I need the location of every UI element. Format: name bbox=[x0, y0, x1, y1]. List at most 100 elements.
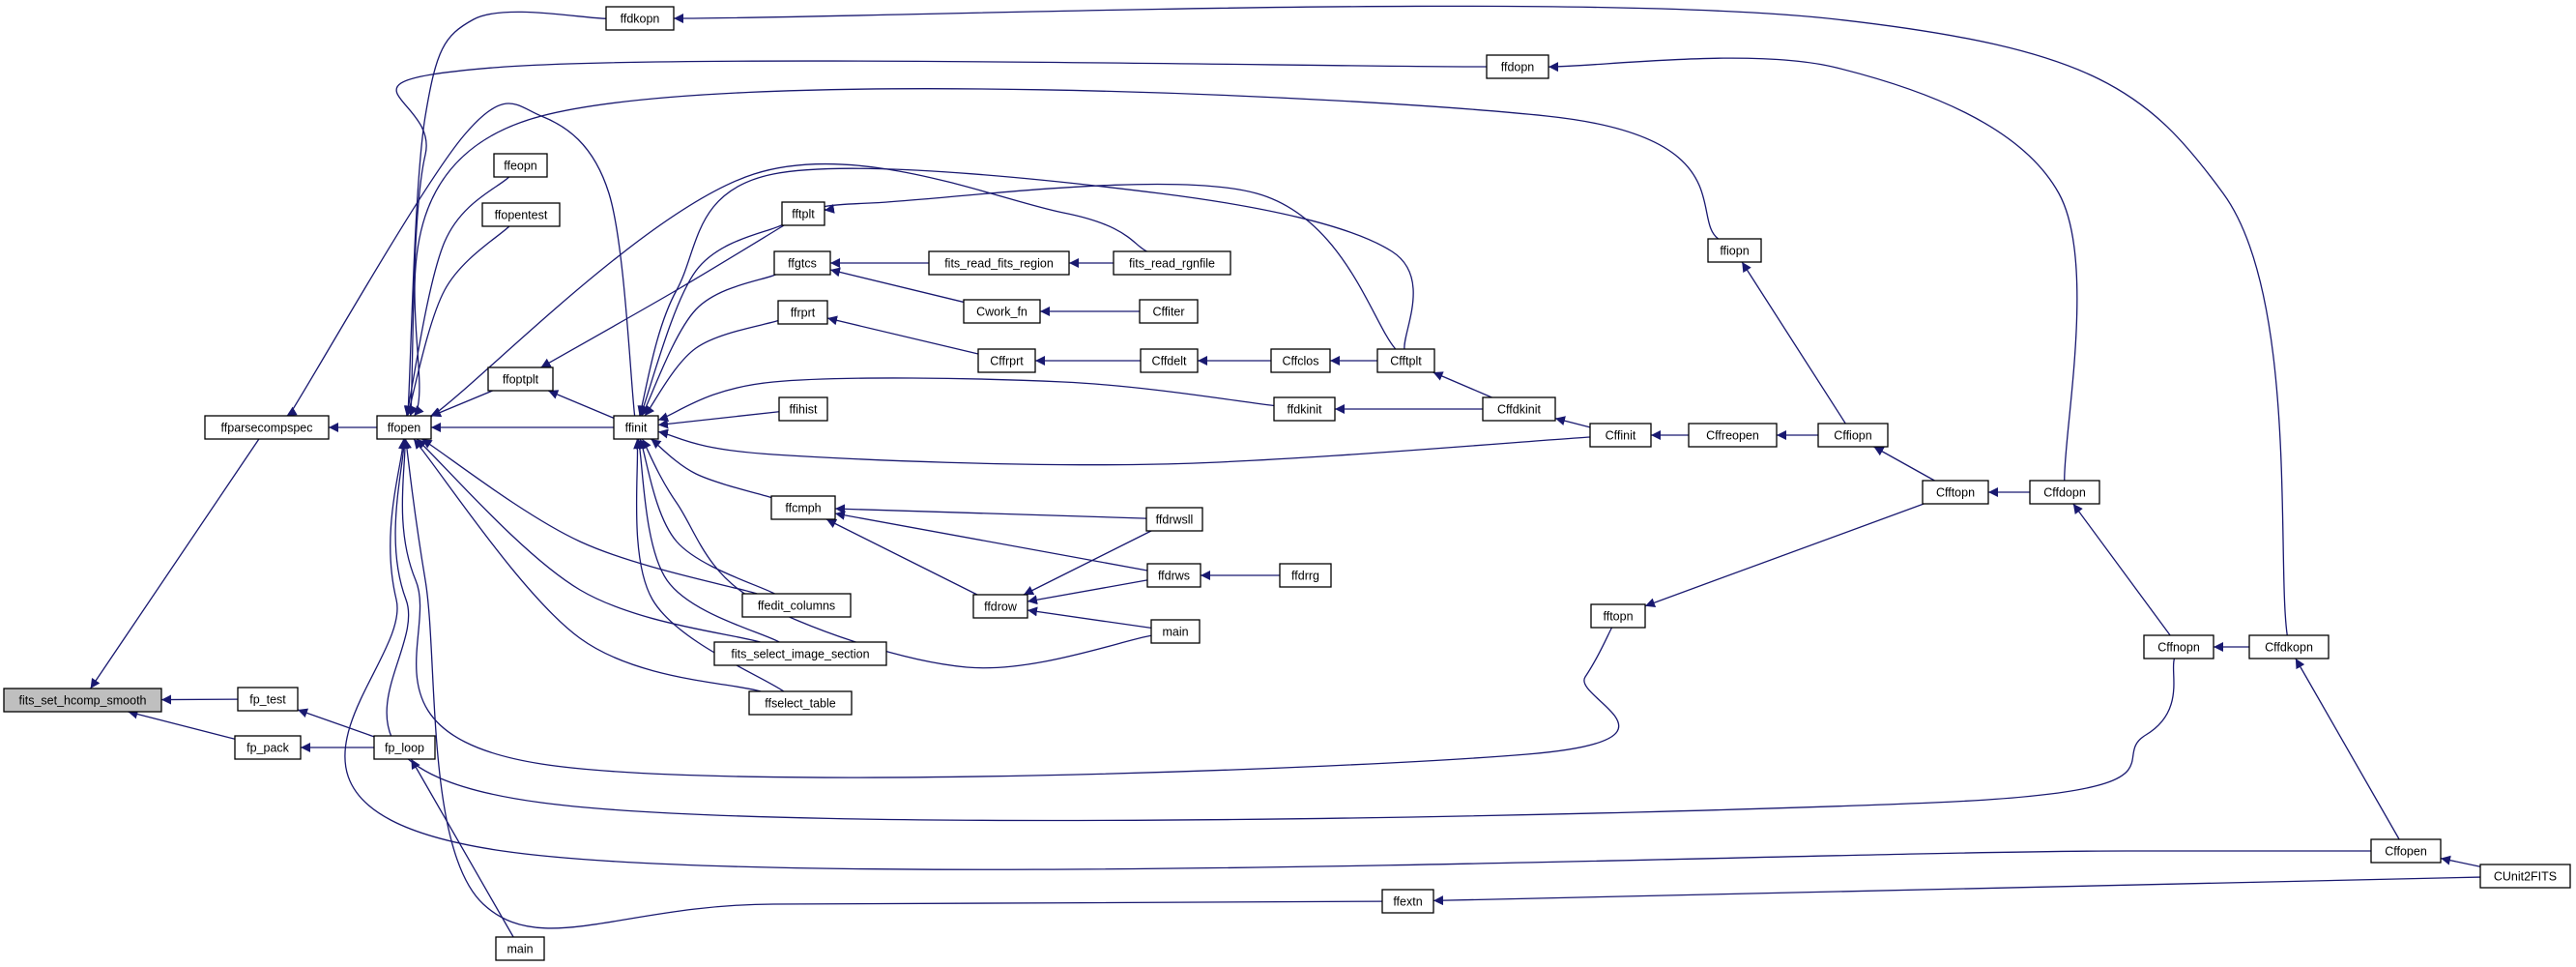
node-Cwork_fn[interactable]: Cwork_fn bbox=[963, 299, 1041, 324]
edge-arrow bbox=[639, 224, 783, 417]
node-box bbox=[1150, 619, 1201, 644]
edge-arrow bbox=[400, 438, 1620, 778]
node-label: ffihist bbox=[790, 403, 818, 417]
edge-arrow bbox=[1548, 57, 2078, 482]
edge-arrow bbox=[416, 438, 761, 643]
node-fp_pack[interactable]: fp_pack bbox=[234, 735, 302, 760]
node-label: fits_read_rgnfile bbox=[1129, 257, 1215, 271]
node-ffinit[interactable]: ffinit bbox=[613, 415, 659, 440]
node-ffoptplt[interactable]: ffoptplt bbox=[487, 366, 554, 392]
node-Cffiopn[interactable]: Cffiopn bbox=[1817, 423, 1889, 448]
node-box bbox=[1482, 396, 1556, 422]
edge-ffdrws-to-ffdrow bbox=[1027, 579, 1148, 605]
node-label: fits_set_hcomp_smooth bbox=[18, 694, 146, 708]
node-fits_select_image_section[interactable]: fits_select_image_section bbox=[713, 641, 887, 666]
node-ffedit_columns[interactable]: ffedit_columns bbox=[741, 593, 852, 618]
node-label: Cffdelt bbox=[1152, 355, 1187, 368]
edge-ffopentest-to-ffopen bbox=[405, 225, 510, 417]
node-label: fp_test bbox=[249, 693, 286, 707]
node-main_r[interactable]: main bbox=[1150, 619, 1201, 644]
node-ffeopn[interactable]: ffeopn bbox=[493, 153, 548, 178]
node-Cffinit[interactable]: Cffinit bbox=[1589, 423, 1652, 448]
node-box bbox=[1381, 889, 1434, 914]
node-ffdrrg[interactable]: ffdrrg bbox=[1279, 563, 1332, 588]
node-Cffdkopn[interactable]: Cffdkopn bbox=[2248, 634, 2330, 659]
edge-arrow bbox=[1433, 876, 2481, 906]
node-Cffdopn[interactable]: Cffdopn bbox=[2029, 480, 2100, 505]
node-fp_loop[interactable]: fp_loop bbox=[373, 735, 436, 760]
node-ffrprt[interactable]: ffrprt bbox=[777, 300, 828, 325]
node-label: Cffdkopn bbox=[2265, 641, 2313, 655]
node-Cffrprt[interactable]: Cffrprt bbox=[977, 348, 1036, 373]
edge-Cfftopn-to-Cffiopn bbox=[1873, 446, 1935, 482]
edge-ffselect_table-to-ffinit bbox=[633, 438, 785, 692]
node-fits_read_fits_region[interactable]: fits_read_fits_region bbox=[928, 250, 1070, 276]
node-label: Cffreopen bbox=[1706, 429, 1759, 443]
edge-arrow bbox=[673, 5, 2288, 636]
node-ffiopn[interactable]: ffiopn bbox=[1707, 238, 1762, 263]
node-ffparsecompspec[interactable]: ffparsecompspec bbox=[204, 415, 330, 440]
node-Cfftplt[interactable]: Cfftplt bbox=[1376, 348, 1435, 373]
node-box bbox=[204, 415, 330, 440]
node-main_l[interactable]: main bbox=[495, 936, 545, 961]
node-box bbox=[495, 936, 545, 961]
node-fp_test[interactable]: fp_test bbox=[237, 687, 299, 712]
edge-main_l-to-fp_loop bbox=[410, 758, 514, 938]
node-Cffclos[interactable]: Cffclos bbox=[1270, 348, 1331, 373]
edge-arrow bbox=[822, 183, 1397, 350]
node-ffopentest[interactable]: ffopentest bbox=[481, 202, 561, 227]
node-box bbox=[1140, 348, 1199, 373]
node-fftopn[interactable]: fftopn bbox=[1590, 603, 1646, 629]
edge-arrow bbox=[128, 709, 236, 740]
node-Cffdkinit[interactable]: Cffdkinit bbox=[1482, 396, 1556, 422]
edge-arrow bbox=[637, 167, 1414, 417]
node-ffdrws[interactable]: ffdrws bbox=[1146, 563, 1201, 588]
node-box bbox=[1589, 423, 1652, 448]
node-fits_read_rgnfile[interactable]: fits_read_rgnfile bbox=[1113, 250, 1231, 276]
node-box bbox=[237, 687, 299, 712]
node-Cfftopn[interactable]: Cfftopn bbox=[1922, 480, 1989, 505]
edge-arrow bbox=[641, 438, 1152, 669]
edge-ffgtcs-to-ffinit bbox=[641, 274, 776, 417]
edge-arrow bbox=[275, 103, 636, 436]
node-fftplt[interactable]: fftplt bbox=[781, 201, 825, 226]
edge-arrow bbox=[90, 438, 260, 689]
node-ffcmph[interactable]: ffcmph bbox=[770, 495, 836, 520]
edge-Cffdkopn-to-ffdkopn bbox=[673, 5, 2288, 636]
node-ffdkopn[interactable]: ffdkopn bbox=[605, 6, 675, 31]
node-ffdkinit[interactable]: ffdkinit bbox=[1273, 396, 1336, 422]
node-Cffiter[interactable]: Cffiter bbox=[1139, 299, 1199, 324]
node-Cffreopen[interactable]: Cffreopen bbox=[1688, 423, 1778, 448]
node-ffselect_table[interactable]: ffselect_table bbox=[748, 690, 853, 716]
node-label: Cffiter bbox=[1152, 306, 1184, 319]
node-ffextn[interactable]: ffextn bbox=[1381, 889, 1434, 914]
node-ffdrow[interactable]: ffdrow bbox=[972, 594, 1028, 619]
node-label: Cffiopn bbox=[1834, 429, 1871, 443]
edge-Cffrprt-to-ffrprt bbox=[826, 315, 979, 355]
node-label: fits_read_fits_region bbox=[944, 257, 1054, 271]
edge-arrow bbox=[834, 510, 1148, 571]
node-Cffopen[interactable]: Cffopen bbox=[2370, 838, 2442, 864]
node-box bbox=[2029, 480, 2100, 505]
node-Cffnopn[interactable]: Cffnopn bbox=[2143, 634, 2214, 659]
node-box bbox=[1707, 238, 1762, 263]
node-box bbox=[972, 594, 1028, 619]
node-ffdopn[interactable]: ffdopn bbox=[1486, 54, 1549, 79]
edge-Cffnopn-to-Cffdopn bbox=[2072, 503, 2171, 636]
node-box bbox=[1279, 563, 1332, 588]
edge-ffedit_columns-to-ffopen bbox=[421, 438, 758, 595]
node-box bbox=[1139, 299, 1199, 324]
node-label: ffdrws bbox=[1158, 570, 1190, 583]
edge-fp_loop-to-fp_test bbox=[297, 708, 375, 738]
node-ffopen[interactable]: ffopen bbox=[376, 415, 432, 440]
node-ffihist[interactable]: ffihist bbox=[778, 396, 828, 422]
node-CUnit2FITS[interactable]: CUnit2FITS bbox=[2479, 864, 2571, 889]
node-ffdrwsll[interactable]: ffdrwsll bbox=[1145, 507, 1203, 532]
node-ffgtcs[interactable]: ffgtcs bbox=[773, 250, 831, 276]
edge-Cffdkinit-to-Cfftplt bbox=[1433, 371, 1492, 398]
node-label: fp_loop bbox=[385, 742, 424, 755]
edge-Cffinit-to-Cffdkinit bbox=[1554, 416, 1591, 428]
edge-arrow bbox=[1027, 606, 1152, 630]
edge-arrow bbox=[1023, 530, 1152, 596]
node-Cffdelt[interactable]: Cffdelt bbox=[1140, 348, 1199, 373]
